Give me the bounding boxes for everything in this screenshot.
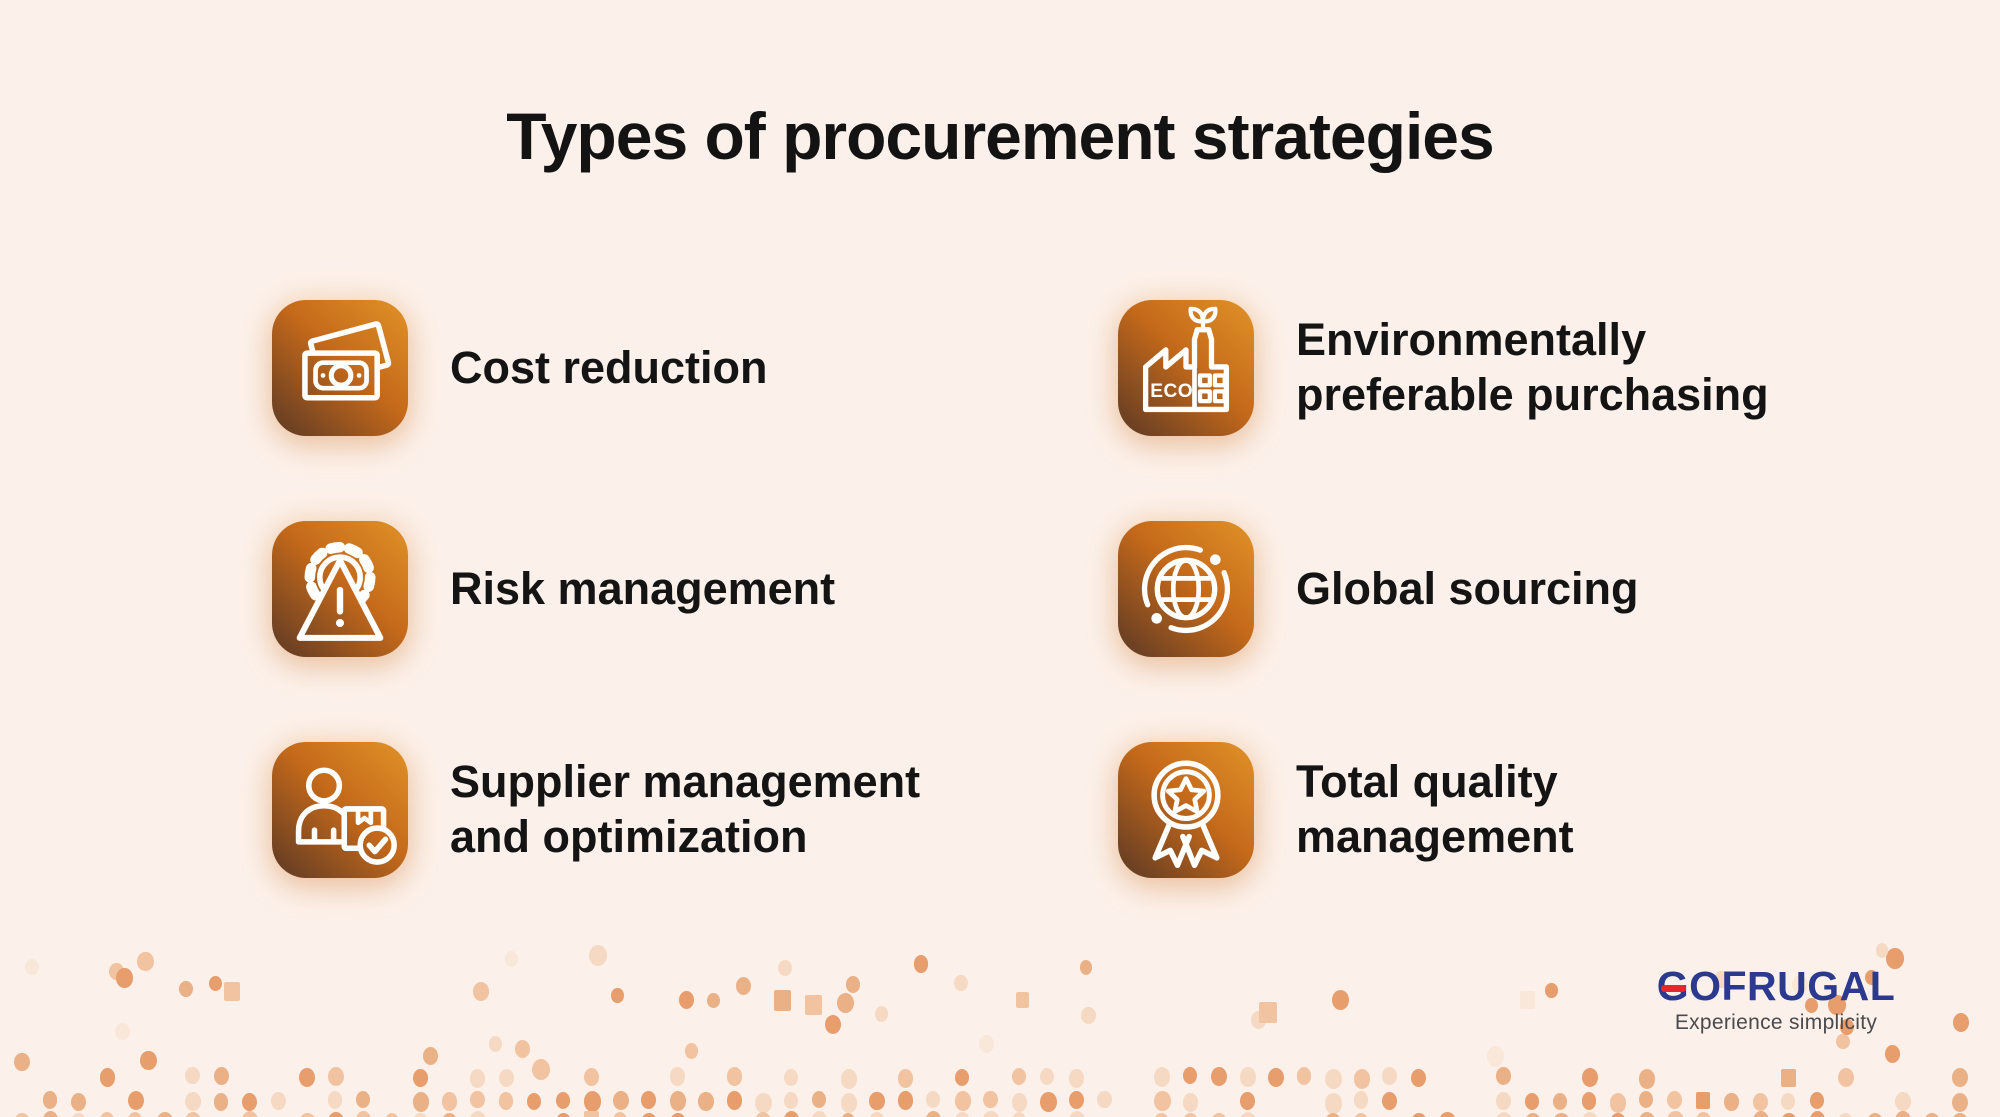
- logo-red-dash: [1660, 985, 1686, 992]
- item-total-quality-management: Total quality management: [1118, 742, 1574, 878]
- item-cost-reduction: Cost reduction: [272, 300, 768, 436]
- item-label: Supplier management and optimization: [450, 756, 921, 862]
- item-label: Global sourcing: [1296, 562, 1639, 614]
- money-banknotes-icon: [272, 300, 408, 436]
- logo-tagline: Experience simplicity: [1674, 1011, 1878, 1034]
- item-environmentally-preferable-purchasing: ECO Environmentally preferable purchasin…: [1118, 300, 1769, 436]
- item-global-sourcing: Global sourcing: [1118, 521, 1639, 657]
- award-medal-icon: [1118, 742, 1254, 878]
- gear-warning-icon: [272, 521, 408, 657]
- item-risk-management: Risk management: [272, 521, 835, 657]
- page-title: Types of procurement strategies: [506, 99, 1494, 173]
- gofrugal-logo: GOFRUGAL Experience simplicity: [1642, 966, 1910, 1035]
- item-supplier-management: Supplier management and optimization: [272, 742, 920, 878]
- globe-orbit-icon: [1118, 521, 1254, 657]
- svg-text:ECO: ECO: [1150, 381, 1193, 402]
- item-label: Cost reduction: [450, 341, 768, 393]
- item-label: Environmentally preferable purchasing: [1296, 314, 1769, 420]
- item-label: Risk management: [450, 562, 836, 614]
- eco-factory-icon: ECO: [1118, 300, 1254, 436]
- gofrugal-brand-text: GOFRUGAL: [1656, 963, 1896, 1009]
- item-label: Total quality management: [1296, 756, 1574, 862]
- supplier-box-check-icon: [272, 742, 408, 878]
